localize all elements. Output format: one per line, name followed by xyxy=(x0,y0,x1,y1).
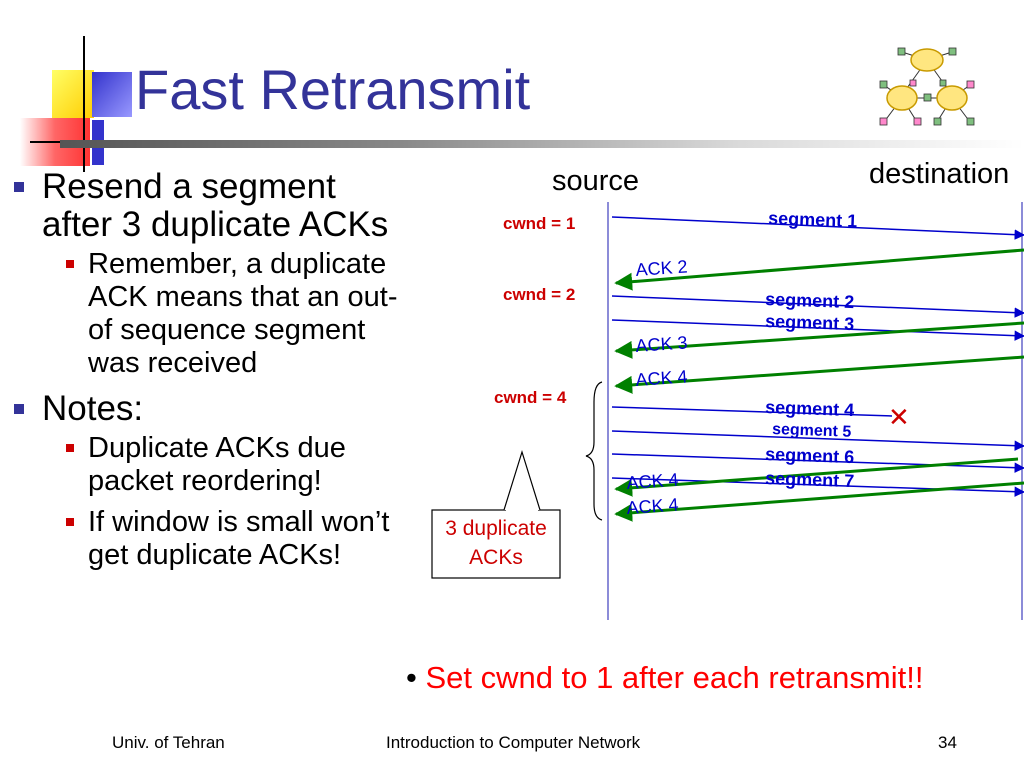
sub-bullet-text: Duplicate ACKs due packet reordering! xyxy=(88,432,346,497)
bullet-marker xyxy=(14,182,24,192)
ack-arrow xyxy=(614,457,1019,497)
segment-arrow xyxy=(611,319,1024,341)
destination-label: destination xyxy=(869,158,1009,190)
network-clouds-icon xyxy=(879,47,975,126)
sub-bullet-marker xyxy=(66,444,74,452)
ack-arrow xyxy=(614,355,1024,394)
bullet-item: Resend a segment after 3 duplicate ACKs xyxy=(12,168,412,244)
segment-label: segment 5 xyxy=(772,421,852,441)
segment-label: segment 3 xyxy=(765,311,855,334)
ack-label: ACK 2 xyxy=(635,256,688,280)
note-text: Set cwnd to 1 after each retransmit!! xyxy=(425,660,924,695)
bullet-list: Resend a segment after 3 duplicate ACKs … xyxy=(12,168,412,580)
segment-label: segment 1 xyxy=(768,208,858,231)
ack-label: ACK 3 xyxy=(635,332,688,356)
note-bullet: • xyxy=(406,660,417,695)
title-underline xyxy=(60,140,1024,148)
ack-arrow xyxy=(614,321,1024,359)
source-label: source xyxy=(552,165,639,197)
ack-label: ACK 4 xyxy=(635,366,688,390)
slide-title: Fast Retransmit xyxy=(135,58,531,121)
lost-x-icon: ✕ xyxy=(888,403,910,433)
sub-bullet-item: Duplicate ACKs due packet reordering! xyxy=(12,432,412,498)
cwnd-label: cwnd = 4 xyxy=(494,388,567,407)
segment-arrow xyxy=(611,430,1024,451)
segment-arrow xyxy=(611,453,1024,473)
duplicate-acks-callout: 3 duplicate ACKs xyxy=(431,449,561,579)
ack-label: ACK 4 xyxy=(626,494,679,518)
sub-bullet-marker xyxy=(66,260,74,268)
sub-bullet-marker xyxy=(66,518,74,526)
sequence-diagram: source destination cwnd = 1 cwnd = 2 cwn… xyxy=(431,158,1024,620)
footer-course: Introduction to Computer Network xyxy=(386,733,641,752)
lost-segment-arrow xyxy=(611,406,893,417)
ack-arrow xyxy=(614,248,1024,291)
bullet-item: Notes: xyxy=(12,390,412,428)
bullet-marker xyxy=(14,404,24,414)
segment-label: segment 6 xyxy=(765,444,855,467)
sub-bullet-item: If window is small won’t get duplicate A… xyxy=(12,506,412,572)
bullet-text: Notes: xyxy=(42,389,144,428)
segment-arrow xyxy=(611,295,1024,318)
callout-text: ACKs xyxy=(469,546,523,569)
title-decoration xyxy=(20,36,140,172)
callout-text: 3 duplicate xyxy=(445,517,547,540)
brace xyxy=(585,381,603,521)
sub-bullet-text: Remember, a duplicate ACK means that an … xyxy=(88,248,398,379)
segment-label: segment 2 xyxy=(765,289,855,312)
ack-label: ACK 4 xyxy=(626,469,679,493)
bullet-text: Resend a segment after 3 duplicate ACKs xyxy=(42,167,389,244)
segment-arrow xyxy=(611,216,1024,240)
page-number: 34 xyxy=(938,733,957,752)
cwnd-label: cwnd = 1 xyxy=(503,214,575,233)
sub-bullet-item: Remember, a duplicate ACK means that an … xyxy=(12,248,412,380)
segment-label: segment 7 xyxy=(765,468,855,491)
ack-arrow xyxy=(614,481,1024,522)
cwnd-label: cwnd = 2 xyxy=(503,285,575,304)
footer-university: Univ. of Tehran xyxy=(112,733,225,752)
segment-label: segment 4 xyxy=(765,397,855,420)
retransmit-note: • Set cwnd to 1 after each retransmit!! xyxy=(406,660,923,696)
sub-bullet-text: If window is small won’t get duplicate A… xyxy=(88,506,390,571)
